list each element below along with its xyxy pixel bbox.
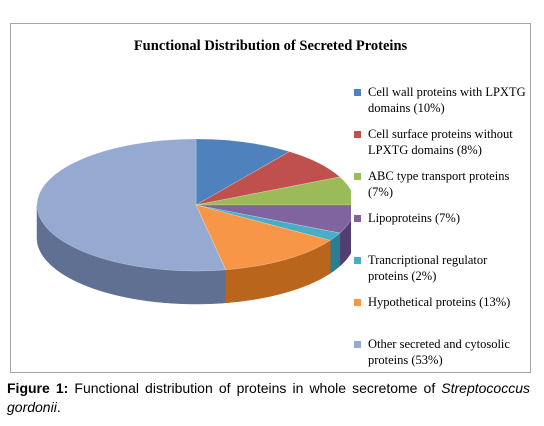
pie-slice-lipoproteins (195, 204, 351, 234)
legend-item-lipoproteins: Lipoproteins (7%) (354, 210, 530, 226)
legend-item-hypothetical-proteins: Hypothetical proteins (13%) (354, 294, 530, 310)
pie-slice-abc-type-transport-proteins (195, 176, 351, 206)
legend-label: Cell wall proteins with LPXTG domains (1… (368, 85, 526, 115)
legend-swatch (354, 88, 361, 96)
legend-label: ABC type transport proteins (7%) (368, 169, 510, 199)
legend-item-cell-wall-proteins-with-lpxtg-domains: Cell wall proteins with LPXTG domains (1… (354, 84, 530, 116)
legend-label: Cell surface proteins without LPXTG doma… (368, 127, 513, 157)
caption-species: Streptococcus gordonii (7, 380, 530, 415)
pie-slice-cell-wall-proteins-with-lpxtg-domains (195, 138, 291, 206)
legend-label: Hypothetical proteins (13%) (368, 295, 511, 309)
legend-swatch (354, 298, 361, 306)
legend-swatch (354, 172, 361, 180)
chart-title: Functional Distribution of Secreted Prot… (133, 38, 408, 54)
chart-frame: Functional Distribution of Secreted Prot… (10, 23, 531, 373)
caption-lead: Figure 1: (7, 380, 69, 396)
legend-swatch (354, 214, 361, 222)
caption-end: . (56, 399, 61, 415)
pie-slice-hypothetical-proteins (195, 204, 331, 271)
legend-label: Trancriptional regulator proteins (2%) (368, 253, 488, 283)
legend-item-other-secreted-and-cytosolic-proteins: Other secreted and cytosolic proteins (5… (354, 336, 530, 368)
pie-slice-other-secreted-and-cytosolic-proteins (36, 138, 227, 272)
pie-chart (36, 138, 351, 305)
legend-label: Other secreted and cytosolic proteins (5… (368, 337, 510, 367)
figure-caption: Figure 1: Functional distribution of pro… (7, 379, 530, 417)
pie-slice-trancriptional-regulator-proteins (195, 204, 341, 241)
legend-label: Lipoproteins (7%) (368, 211, 460, 225)
caption-text: Functional distribution of proteins in w… (68, 380, 442, 396)
legend-swatch (354, 340, 361, 348)
pie-side-other-secreted-and-cytosolic-proteins (36, 204, 227, 305)
legend-item-trancriptional-regulator-proteins: Trancriptional regulator proteins (2%) (354, 252, 530, 284)
legend-swatch (354, 130, 361, 138)
legend-swatch (354, 256, 361, 264)
legend-item-cell-surface-proteins-without-lpxtg-domains: Cell surface proteins without LPXTG doma… (354, 126, 530, 158)
pie-slice-cell-surface-proteins-without-lpxtg-domains (195, 151, 341, 206)
legend-item-abc-type-transport-proteins: ABC type transport proteins (7%) (354, 168, 530, 200)
